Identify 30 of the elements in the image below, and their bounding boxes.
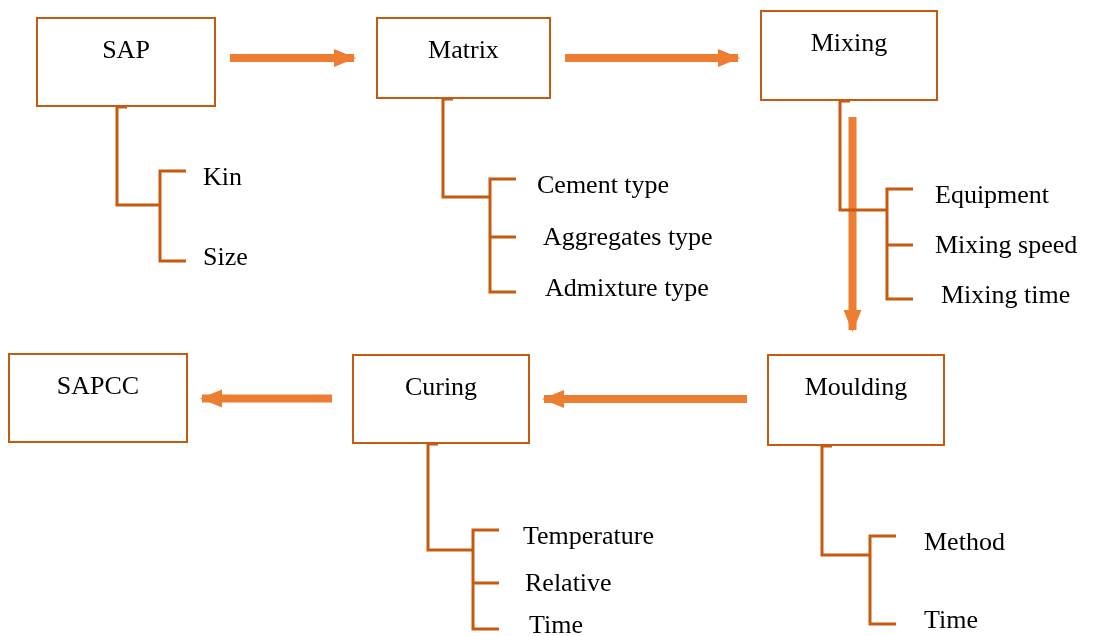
bracket-connector bbox=[441, 97, 518, 294]
item-text: Mixing speed bbox=[935, 230, 1113, 260]
box-label: Mixing bbox=[810, 28, 888, 58]
bracket-connector bbox=[820, 444, 898, 626]
box-label: Matrix bbox=[428, 35, 499, 65]
box-label: Curing bbox=[404, 372, 478, 402]
box-label: SAPCC bbox=[56, 371, 140, 401]
item-text: Cement type bbox=[537, 170, 707, 200]
item-text: Relative bbox=[525, 568, 637, 598]
process-box bbox=[36, 17, 216, 107]
item-text: Time bbox=[529, 610, 599, 636]
process-box bbox=[8, 353, 188, 443]
bracket-connector bbox=[426, 442, 501, 631]
item-text: Aggregates type bbox=[543, 222, 758, 252]
process-box bbox=[760, 10, 938, 101]
item-text: Admixture type bbox=[545, 273, 750, 303]
process-box bbox=[376, 17, 551, 99]
item-text: Temperature bbox=[523, 521, 693, 551]
process-box bbox=[352, 354, 530, 444]
box-label: SAP bbox=[102, 35, 150, 65]
box-label: Moulding bbox=[804, 372, 908, 402]
item-text: Method bbox=[924, 527, 1029, 557]
item-text: Mixing time bbox=[941, 280, 1106, 310]
item-text: Kin bbox=[203, 162, 263, 192]
bracket-connector bbox=[115, 105, 188, 263]
item-text: Equipment bbox=[935, 180, 1080, 210]
process-box bbox=[767, 354, 945, 446]
item-text: Size bbox=[203, 242, 263, 272]
bracket-connector bbox=[838, 99, 915, 301]
item-text: Time bbox=[924, 605, 994, 635]
